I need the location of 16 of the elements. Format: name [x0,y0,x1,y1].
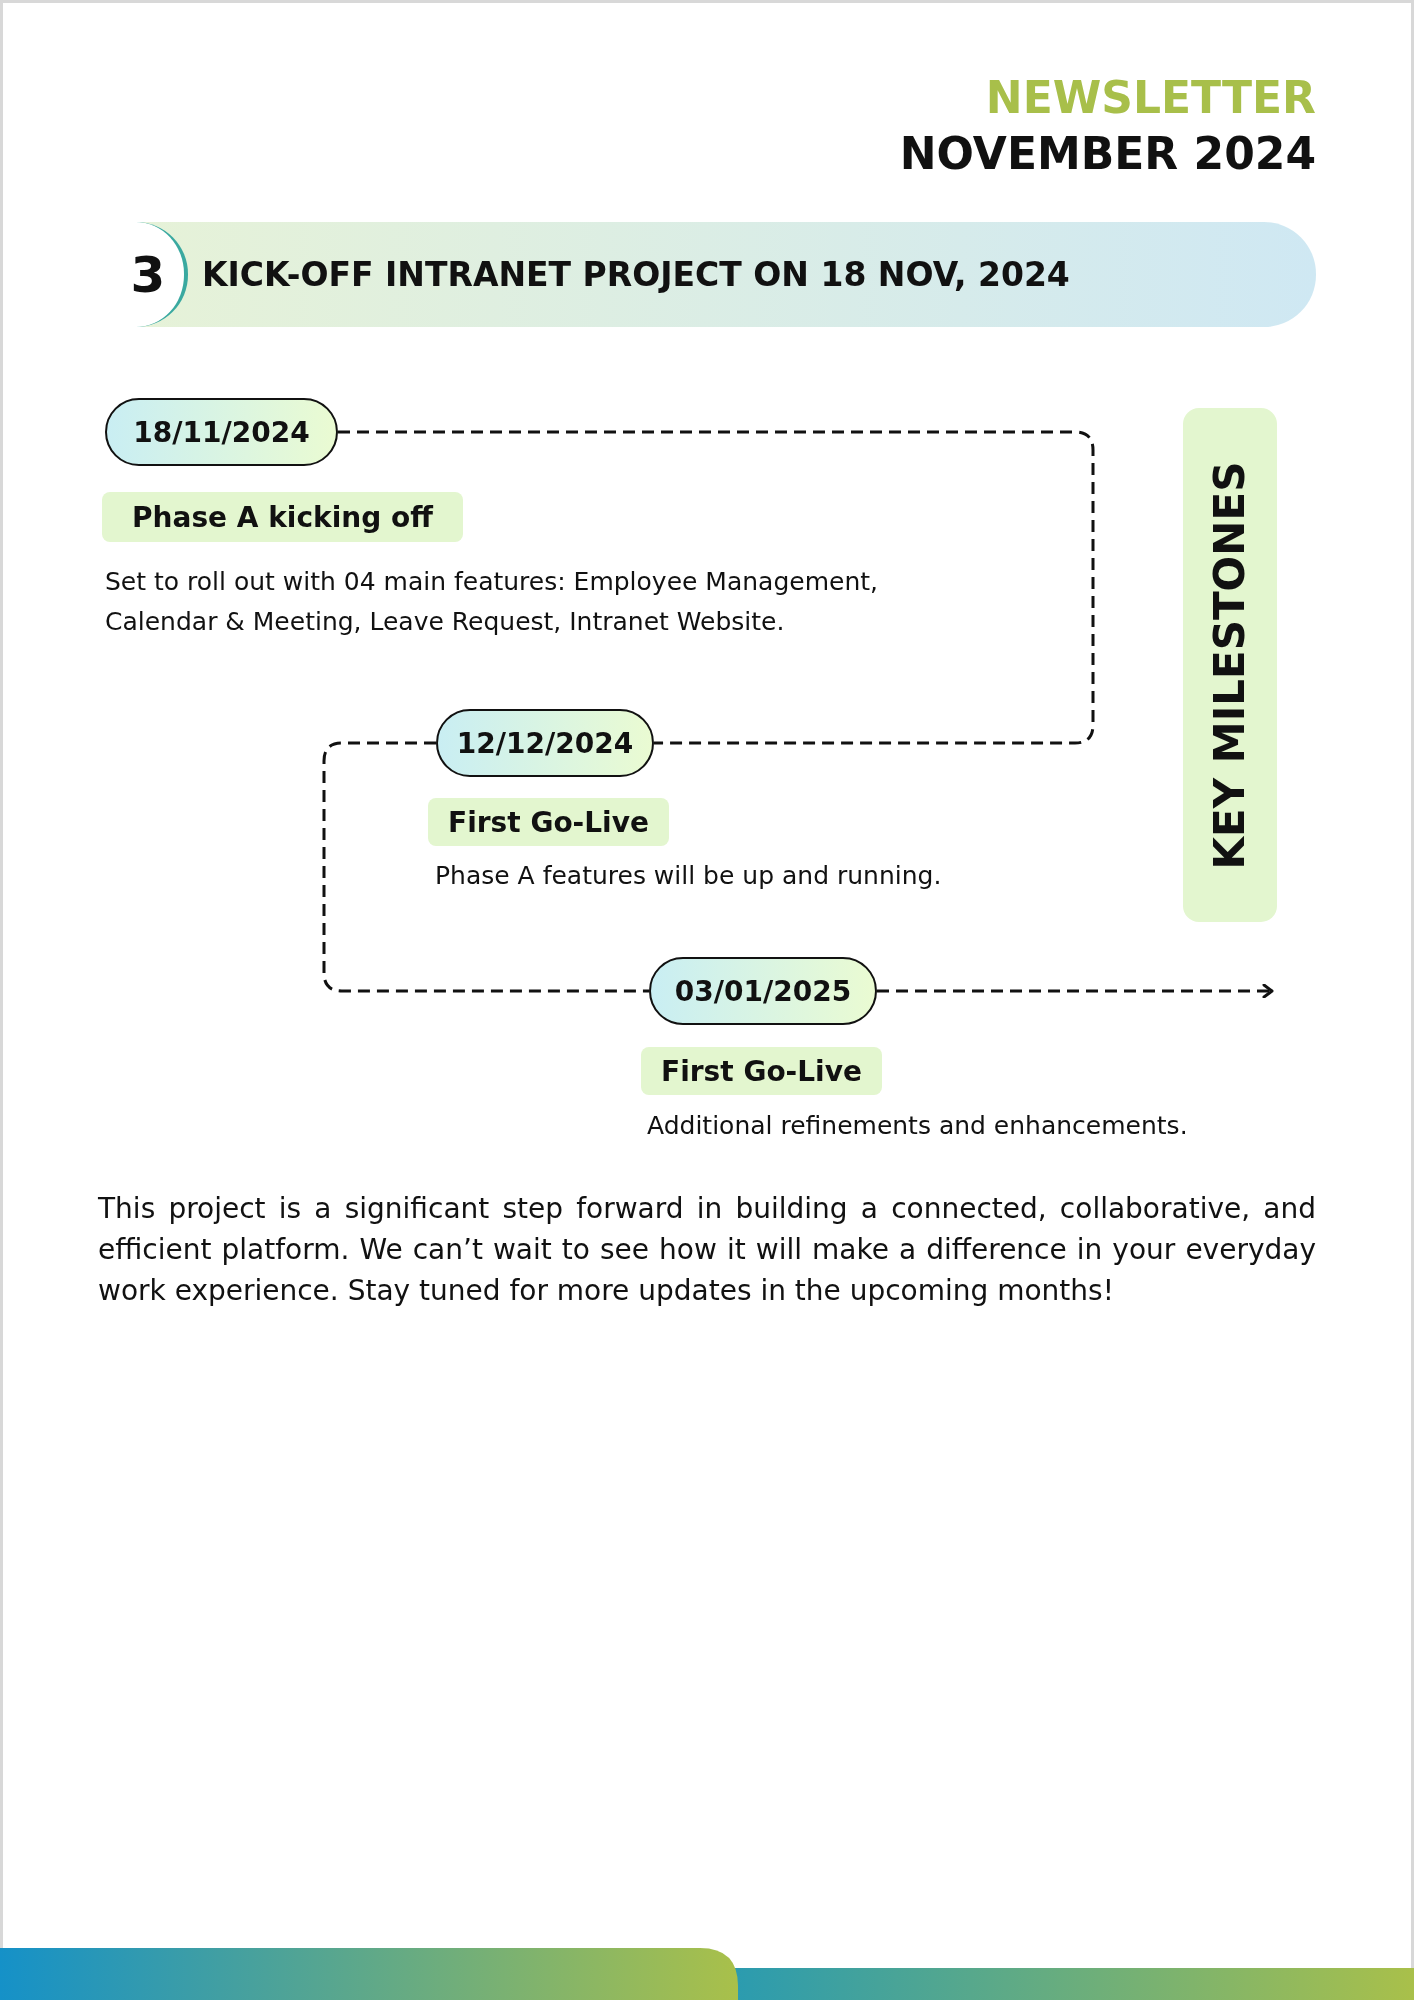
dashed-connector [338,430,1095,745]
date-pill: 12/12/2024 [436,709,654,777]
milestones-band: KEY MILESTONES [1183,408,1277,922]
milestone-description: Set to roll out with 04 main features: Employee Management, Calendar & Meeting, Leave Request, Intranet Website. [105,566,879,638]
dashed-connector [322,741,649,993]
milestone-title: Phase A kicking off [102,492,463,542]
newsletter-title: NEWSLETTER [985,72,1316,123]
milestone-title: First Go-Live [428,798,669,846]
body-paragraph: This project is a significant step forward in building a connected, collaborative, and efficient platform. We can’t wait to see how it will make a difference in your everyday work experience. Stay tuned for more updates in the upcoming months! [98,1191,1316,1310]
dashed-connector [877,983,1274,999]
date-pill: 03/01/2025 [649,957,877,1025]
milestone-description: Phase A features will be up and running. [435,860,943,892]
milestone-description: Additional refinements and enhancements. [647,1110,1189,1142]
issue-date: NOVEMBER 2024 [899,128,1316,179]
date-pill: 18/11/2024 [105,398,338,466]
milestone-title: First Go-Live [641,1047,882,1095]
